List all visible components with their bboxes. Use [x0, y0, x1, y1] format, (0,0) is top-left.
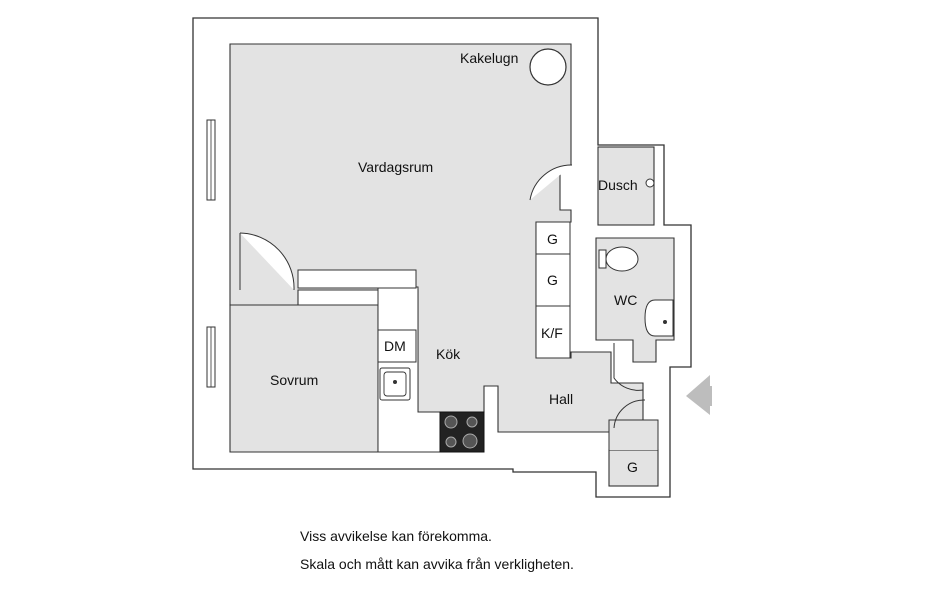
- sink-drain: [393, 380, 397, 384]
- door-closet: [613, 399, 646, 429]
- label-hall: Hall: [549, 391, 573, 407]
- stove-burner-3: [445, 436, 457, 448]
- stove-burner-4: [462, 433, 478, 449]
- toilet-icon: [605, 246, 639, 272]
- upper-counter: [297, 269, 417, 289]
- wardrobe-g2: [535, 253, 571, 307]
- wc-sink-icon: [644, 299, 674, 337]
- kakelugn-icon: [529, 48, 567, 86]
- label-sovrum: Sovrum: [270, 372, 318, 388]
- dusch-floor: [597, 146, 655, 226]
- label-kok: Kök: [436, 346, 461, 362]
- stove-burner-1: [444, 415, 458, 429]
- disclaimer-line-2: Skala och mått kan avvika från verklighe…: [300, 556, 574, 572]
- label-kakelugn: Kakelugn: [460, 50, 518, 66]
- label-closet-g: G: [627, 459, 638, 475]
- disclaimer-line-1: Viss avvikelse kan förekomma.: [300, 528, 492, 544]
- dishwasher: [377, 329, 417, 363]
- label-dusch: Dusch: [598, 177, 638, 193]
- label-dishwasher: DM: [384, 338, 406, 354]
- label-fridge-kf: K/F: [541, 325, 563, 341]
- fridge-kf: [535, 305, 571, 359]
- label-vardagsrum: Vardagsrum: [358, 159, 433, 175]
- stove-burner-2: [466, 416, 478, 428]
- label-wc: WC: [614, 292, 637, 308]
- label-wardrobe-g1: G: [547, 231, 558, 247]
- door-sovrum: [239, 232, 295, 291]
- door-wc: [613, 343, 644, 391]
- closet-g-top: [608, 419, 659, 450]
- shower-icon: [645, 178, 655, 188]
- label-wardrobe-g2: G: [547, 272, 558, 288]
- entrance-arrow-icon: [686, 375, 712, 415]
- door-dusch: [529, 164, 573, 201]
